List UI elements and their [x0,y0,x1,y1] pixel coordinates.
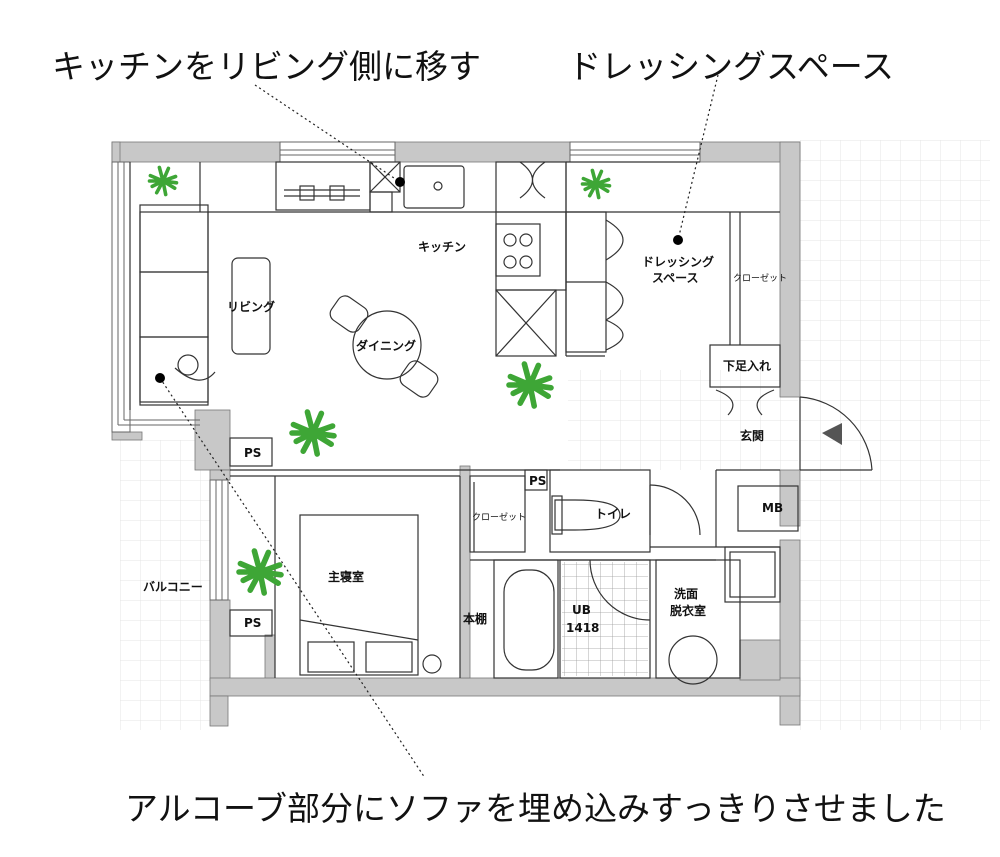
plant-icon [509,364,551,406]
label-closet-mid: クローゼット [472,511,526,523]
annotation-dressing-space: ドレッシングスペース [568,47,895,86]
label-shoe-storage: 下足入れ [723,359,771,373]
label-living: リビング [227,299,275,314]
plant-icon [292,412,334,454]
label-mb: MB [762,501,783,515]
label-ub-2: 1418 [566,621,599,635]
label-dressing-2: スペース [652,271,699,285]
label-kitchen: キッチン [418,240,466,254]
label-bookshelf: 本棚 [463,611,487,626]
label-toilet: トイレ [595,507,631,521]
plant-icon [580,168,612,200]
entrance-tile [568,370,798,470]
entrance-arrow-icon [822,423,842,445]
label-washroom-1: 洗面 [674,586,698,601]
leader-lines [159,74,719,779]
leader-dots [155,177,683,383]
annotation-kitchen-move: キッチンをリビング側に移す [52,47,481,86]
furniture [139,161,873,685]
label-ps-top: PS [244,446,261,460]
label-balcony: バルコニー [143,580,203,594]
bath-tile [562,562,648,676]
label-ps-bottom: PS [244,616,261,630]
label-ps-mid: PS [529,474,546,488]
plant-icon [147,165,179,197]
balcony-tile [120,440,210,730]
partitions [129,161,799,679]
label-entrance: 玄関 [740,428,764,443]
label-closet-right: クローゼット [733,272,787,284]
windows [111,141,701,601]
annotation-alcove-sofa: アルコーブ部分にソファを埋め込みすっきりさせました [125,789,946,828]
label-master-bedroom: 主寝室 [328,569,364,584]
label-dressing-1: ドレッシング [642,254,714,269]
label-ub-1: UB [572,603,591,617]
label-washroom-2: 脱衣室 [670,603,706,618]
label-dining: ダイニング [356,338,416,353]
